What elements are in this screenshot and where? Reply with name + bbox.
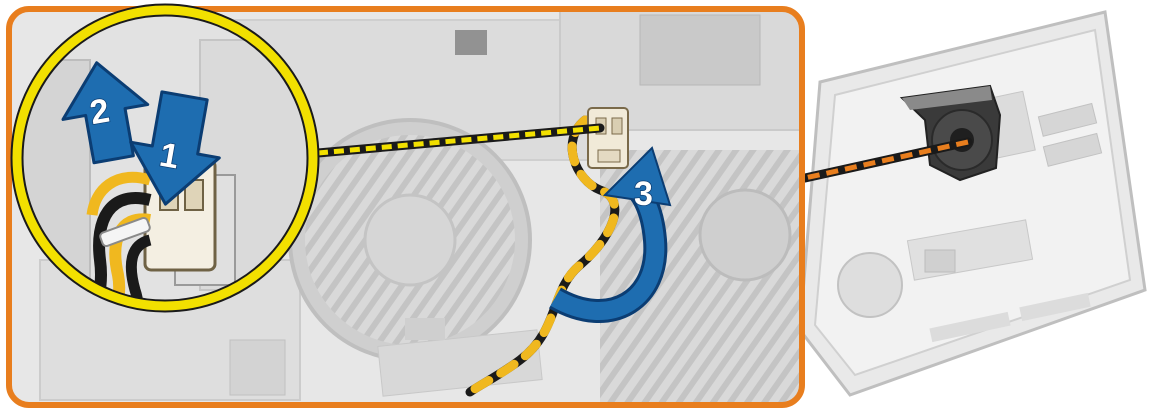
black-tape bbox=[455, 30, 487, 55]
chassis-lower-fan bbox=[838, 253, 902, 317]
chassis-power-socket bbox=[925, 250, 955, 272]
memory-module bbox=[640, 15, 760, 85]
chassis-overview bbox=[800, 12, 1145, 395]
step-3-label: 3 bbox=[634, 175, 653, 213]
secondary-fan bbox=[700, 190, 790, 280]
power-connector-icon bbox=[588, 108, 628, 168]
board-chip bbox=[230, 340, 285, 395]
